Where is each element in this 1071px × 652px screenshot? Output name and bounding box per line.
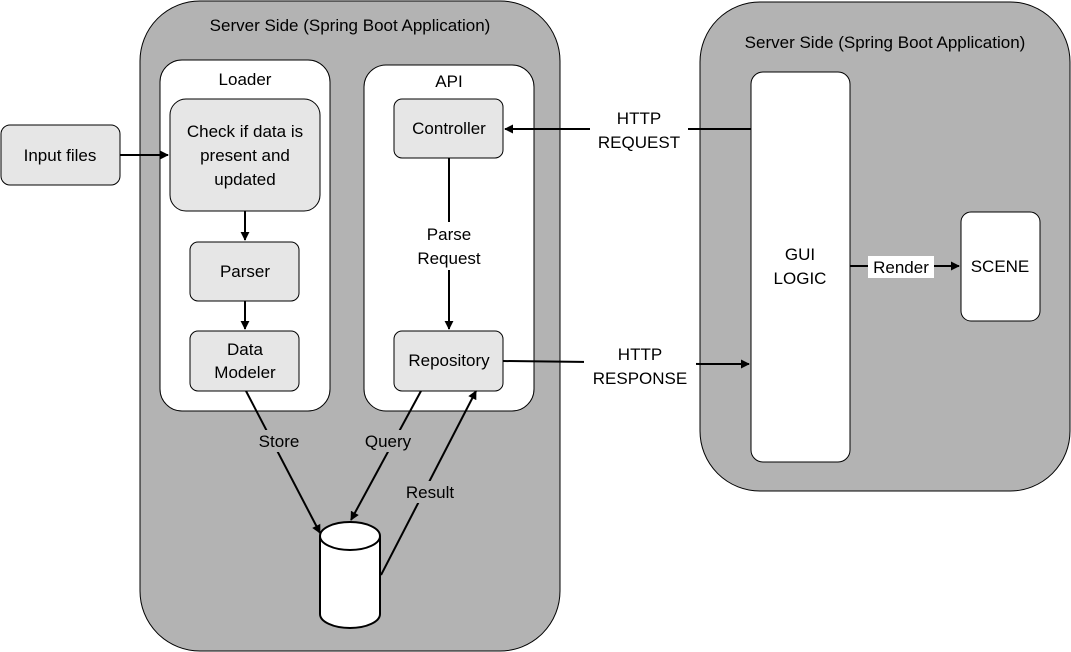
render-label: Render xyxy=(873,258,929,277)
api-title: API xyxy=(435,72,462,91)
http-request-label-line2: REQUEST xyxy=(598,133,680,152)
gui-logic-label-line2: LOGIC xyxy=(774,269,827,288)
check-data-label-line2: present and xyxy=(200,146,290,165)
http-request-label-bg xyxy=(590,106,688,152)
store-label-bg xyxy=(254,430,304,452)
check-data-label-line1: Check if data is xyxy=(187,122,303,141)
http-response-label-line1: HTTP xyxy=(618,345,662,364)
http-response-label-line2: RESPONSE xyxy=(593,369,687,388)
parser-label: Parser xyxy=(220,262,270,281)
scene-node xyxy=(960,211,1041,322)
scene-label: SCENE xyxy=(971,257,1030,276)
parse-request-label-bg xyxy=(414,222,486,270)
gui-logic-label-line1: GUI xyxy=(785,245,815,264)
data-modeler-label-line1: Data xyxy=(227,340,263,359)
query-arrow xyxy=(350,390,422,521)
controller-label: Controller xyxy=(412,119,486,138)
result-label: Result xyxy=(406,483,454,502)
data-modeler-label-line2: Modeler xyxy=(214,363,276,382)
parse-request-label-line2: Request xyxy=(417,249,481,268)
data-modeler-node xyxy=(189,330,300,392)
store-arrow xyxy=(245,390,321,534)
database-cylinder-icon xyxy=(319,521,381,629)
render-label-bg xyxy=(868,256,934,278)
parse-request-label-line1: Parse xyxy=(427,225,471,244)
http-request-label-line1: HTTP xyxy=(617,109,661,128)
store-label: Store xyxy=(259,432,300,451)
query-label-bg xyxy=(360,430,416,452)
server-side-title-right: Server Side (Spring Boot Application) xyxy=(745,33,1026,52)
input-files-label: Input files xyxy=(24,146,97,165)
result-label-bg xyxy=(400,481,460,503)
gui-logic-node xyxy=(750,71,851,463)
http-response-label-bg xyxy=(584,342,696,388)
query-label: Query xyxy=(365,432,412,451)
server-side-title-left: Server Side (Spring Boot Application) xyxy=(210,16,491,35)
check-data-label-line3: updated xyxy=(214,170,275,189)
loader-title: Loader xyxy=(219,70,272,89)
repository-label: Repository xyxy=(408,351,490,370)
